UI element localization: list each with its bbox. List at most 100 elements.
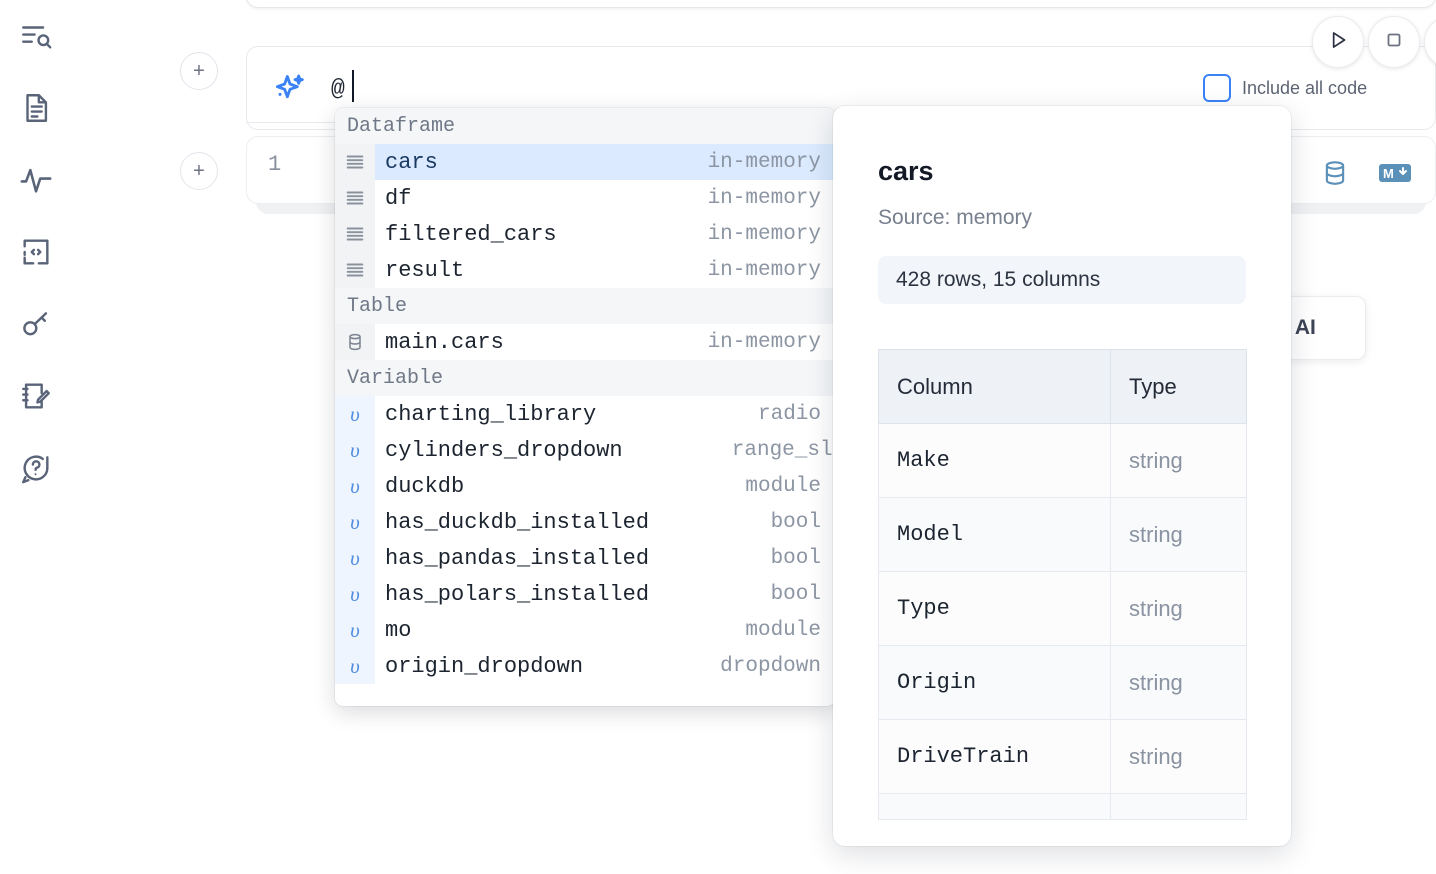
schema-column-name: Make [878,423,1111,498]
autocomplete-item-type: range_slider [731,438,835,462]
document-icon [19,91,53,125]
autocomplete-section-header: Table [335,288,835,324]
autocomplete-item-name: duckdb [385,473,465,499]
include-all-code-label: Include all code [1242,77,1368,98]
variable-icon: υ [335,648,375,684]
sidebar-item-activity[interactable] [12,156,60,204]
outline-search-icon [19,19,53,53]
variable-icon: υ [335,540,375,576]
add-cell-button-bottom[interactable]: + [180,152,218,190]
autocomplete-item[interactable]: df in-memory [335,180,835,216]
text-caret [352,70,354,102]
sidebar-item-scratchpad[interactable] [12,372,60,420]
dataframe-icon [335,144,375,180]
detail-title: cars [878,156,934,186]
autocomplete-item[interactable]: result in-memory [335,252,835,288]
schema-column-type [1110,793,1247,820]
autocomplete-section-header: Variable [335,360,835,396]
scratchpad-edit-icon [19,379,53,413]
stop-button[interactable] [1368,16,1420,68]
run-button[interactable] [1312,16,1364,68]
schema-column-name [878,793,1111,820]
autocomplete-item-type: in-memory [707,222,821,246]
include-all-code-toggle[interactable]: Include all code [1203,74,1367,102]
sidebar-item-secrets[interactable] [12,300,60,348]
sidebar-item-outline-search[interactable] [12,12,60,60]
autocomplete-item[interactable]: υ has_duckdb_installed bool [335,504,835,540]
left-sidebar-rail [0,0,72,874]
autocomplete-item[interactable]: cars in-memory [335,144,835,180]
play-icon [1325,27,1351,58]
database-icon[interactable] [1320,158,1350,193]
autocomplete-item-name: charting_library [385,401,597,427]
sidebar-item-help[interactable] [12,444,60,492]
cell-above-clipped [246,0,1436,8]
autocomplete-item[interactable]: υ charting_library radio [335,396,835,432]
autocomplete-item-type: bool [770,510,821,534]
sidebar-item-document[interactable] [12,84,60,132]
dataframe-icon [335,252,375,288]
autocomplete-item-name: result [385,257,465,283]
autocomplete-item-type: bool [770,582,821,606]
snippet-code-icon [19,235,53,269]
variable-icon: υ [335,612,375,648]
schema-column-type: string [1110,571,1247,646]
schema-column-type: string [1110,719,1247,794]
help-chat-icon [19,451,53,485]
autocomplete-item-name: has_polars_installed [385,581,650,607]
sidebar-item-snippets[interactable] [12,228,60,276]
autocomplete-item-type: in-memory [707,150,821,174]
autocomplete-section-header: Dataframe [335,108,835,144]
dataframe-icon [335,180,375,216]
include-all-code-checkbox[interactable] [1203,74,1231,102]
autocomplete-item-name: df [385,185,412,211]
variable-icon: υ [335,396,375,432]
schema-row-clipped [878,793,1247,820]
schema-header-row: Column Type [878,349,1247,424]
schema-column-type: string [1110,497,1247,572]
autocomplete-item-type: module [745,618,821,642]
autocomplete-item-name: cars [385,149,438,175]
schema-column-type: string [1110,423,1247,498]
schema-column-name: Model [878,497,1111,572]
autocomplete-item-name: has_duckdb_installed [385,509,650,535]
markdown-icon[interactable]: M [1378,161,1412,190]
activity-icon [19,163,53,197]
key-icon [19,307,53,341]
autocomplete-item-type: radio [757,402,821,426]
detail-source: Source: memory [878,206,1033,229]
add-cell-button-top[interactable]: + [180,52,218,90]
autocomplete-item-name: main.cars [385,329,504,355]
schema-column-name: DriveTrain [878,719,1111,794]
ai-prompt-input[interactable] [331,67,1031,111]
autocomplete-item-type: in-memory [707,186,821,210]
database-icon [335,324,375,360]
plus-icon: + [193,60,205,82]
autocomplete-item-type: in-memory [707,258,821,282]
detail-panel: cars Source: memory 428 rows, 15 columns… [833,106,1291,846]
stop-square-icon [1382,28,1406,57]
variable-icon: υ [335,432,375,468]
variable-icon: υ [335,504,375,540]
autocomplete-item-name: mo [385,617,412,643]
autocomplete-item-type: dropdown [720,654,821,678]
dataframe-icon [335,216,375,252]
autocomplete-item-name: has_pandas_installed [385,545,650,571]
plus-icon: + [193,160,205,182]
schema-header-column: Column [878,349,1111,424]
